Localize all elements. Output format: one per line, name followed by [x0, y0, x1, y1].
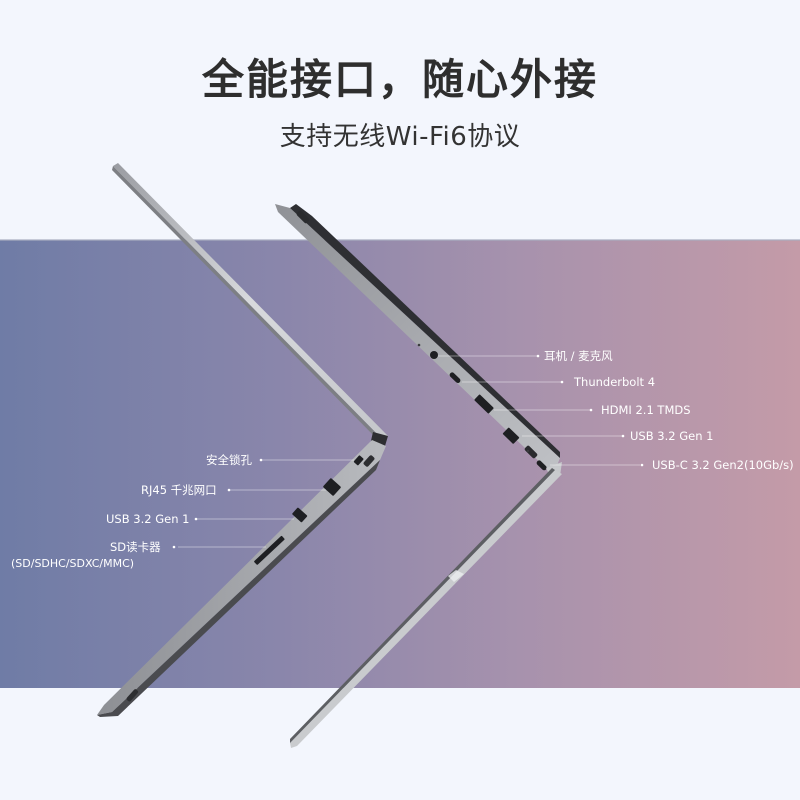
right-laptop-lid: [290, 470, 562, 748]
label-usb-a-right: USB 3.2 Gen 1: [630, 429, 714, 443]
rj45-port-icon: [323, 478, 341, 496]
left-laptop-base: [97, 440, 386, 715]
usb-a-port-icon-left: [292, 507, 308, 523]
left-laptop: [97, 163, 388, 717]
label-thunderbolt: Thunderbolt 4: [574, 375, 656, 389]
page-subtitle: 支持无线Wi-Fi6协议: [279, 122, 521, 152]
callout-dots: [172, 354, 644, 549]
label-usb-a-left: USB 3.2 Gen 1: [106, 512, 190, 526]
usb-c-port-icon: [536, 460, 547, 471]
right-laptop-base: [275, 204, 560, 470]
left-laptop-lid: [113, 163, 388, 441]
label-usb-c: USB-C 3.2 Gen2(10Gb/s): [652, 458, 794, 472]
label-sd-card-reader: SD读卡器: [110, 540, 161, 554]
audio-jack-port-icon: [430, 351, 438, 359]
callout-lines: [178, 355, 640, 548]
label-sd-card-formats: (SD/SDHC/SDXC/MMC): [11, 557, 135, 570]
label-kensington-lock: 安全锁孔: [206, 453, 252, 467]
kensington-lock-port-icon: [353, 455, 364, 466]
usb-a-port-icon-right: [502, 427, 520, 444]
right-laptop: [275, 204, 562, 748]
hdmi-port-icon: [474, 394, 494, 414]
label-rj45-port: RJ45 千兆网口: [141, 483, 217, 497]
label-audio-jack: 耳机 / 麦克风: [544, 349, 613, 363]
thunderbolt-port-icon: [449, 372, 461, 383]
sd-card-slot-icon: [254, 535, 285, 565]
label-hdmi: HDMI 2.1 TMDS: [601, 403, 691, 417]
page-title: 全能接口，随心外接: [201, 55, 598, 104]
